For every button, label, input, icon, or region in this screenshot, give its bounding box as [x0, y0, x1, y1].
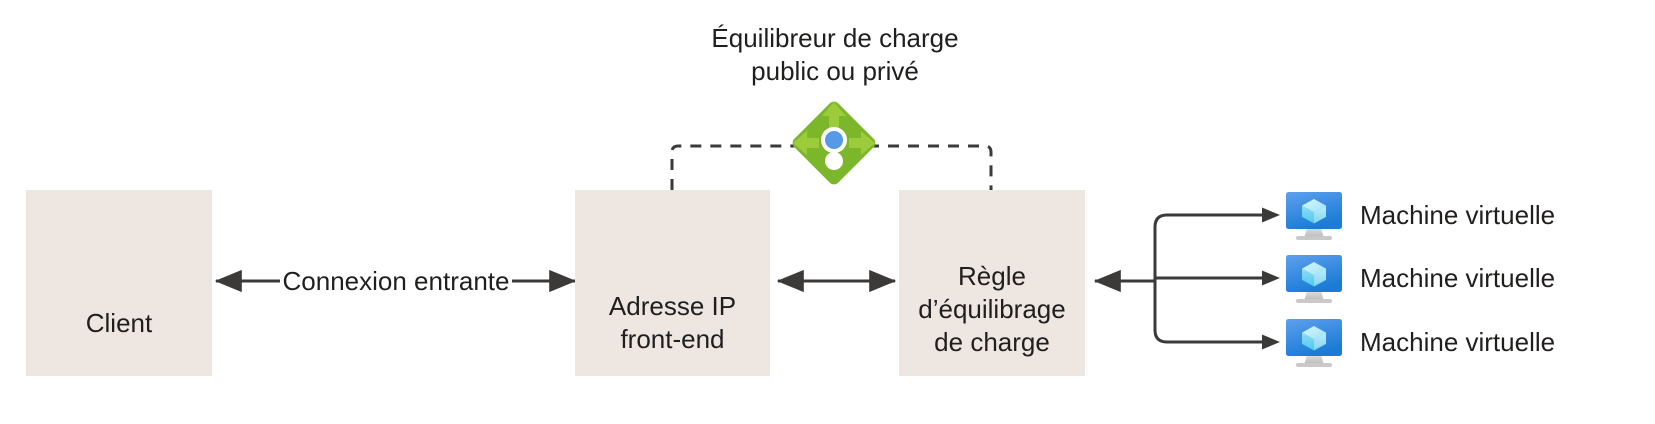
node-load-balancing-rule-label: Règle d’équilibrage de charge [918, 261, 1066, 357]
node-client: Client [26, 190, 212, 376]
node-load-balancing-rule: Règle d’équilibrage de charge [899, 190, 1085, 376]
diagram-title: Équilibreur de charge public ou privé [711, 23, 959, 86]
node-frontend-ip: Adresse IP front-end [575, 190, 770, 376]
node-client-label: Client [85, 308, 153, 338]
virtual-machine-icon [1286, 255, 1342, 303]
virtual-machine-icon [1286, 192, 1342, 240]
edge-rule-to-backend-pool [1093, 207, 1280, 350]
node-frontend-ip-label: Adresse IP front-end [608, 291, 737, 354]
edge-label-inbound-connection: Connexion entrante [282, 266, 510, 296]
backend-vm-label-1: Machine virtuelle [1360, 200, 1556, 230]
virtual-machine-icon [1286, 319, 1342, 367]
azure-load-balancer-icon [792, 101, 876, 185]
edge-load-balancer-scope-dashed [670, 144, 993, 190]
backend-vm-label-3: Machine virtuelle [1360, 327, 1556, 357]
backend-vm-label-2: Machine virtuelle [1360, 263, 1556, 293]
